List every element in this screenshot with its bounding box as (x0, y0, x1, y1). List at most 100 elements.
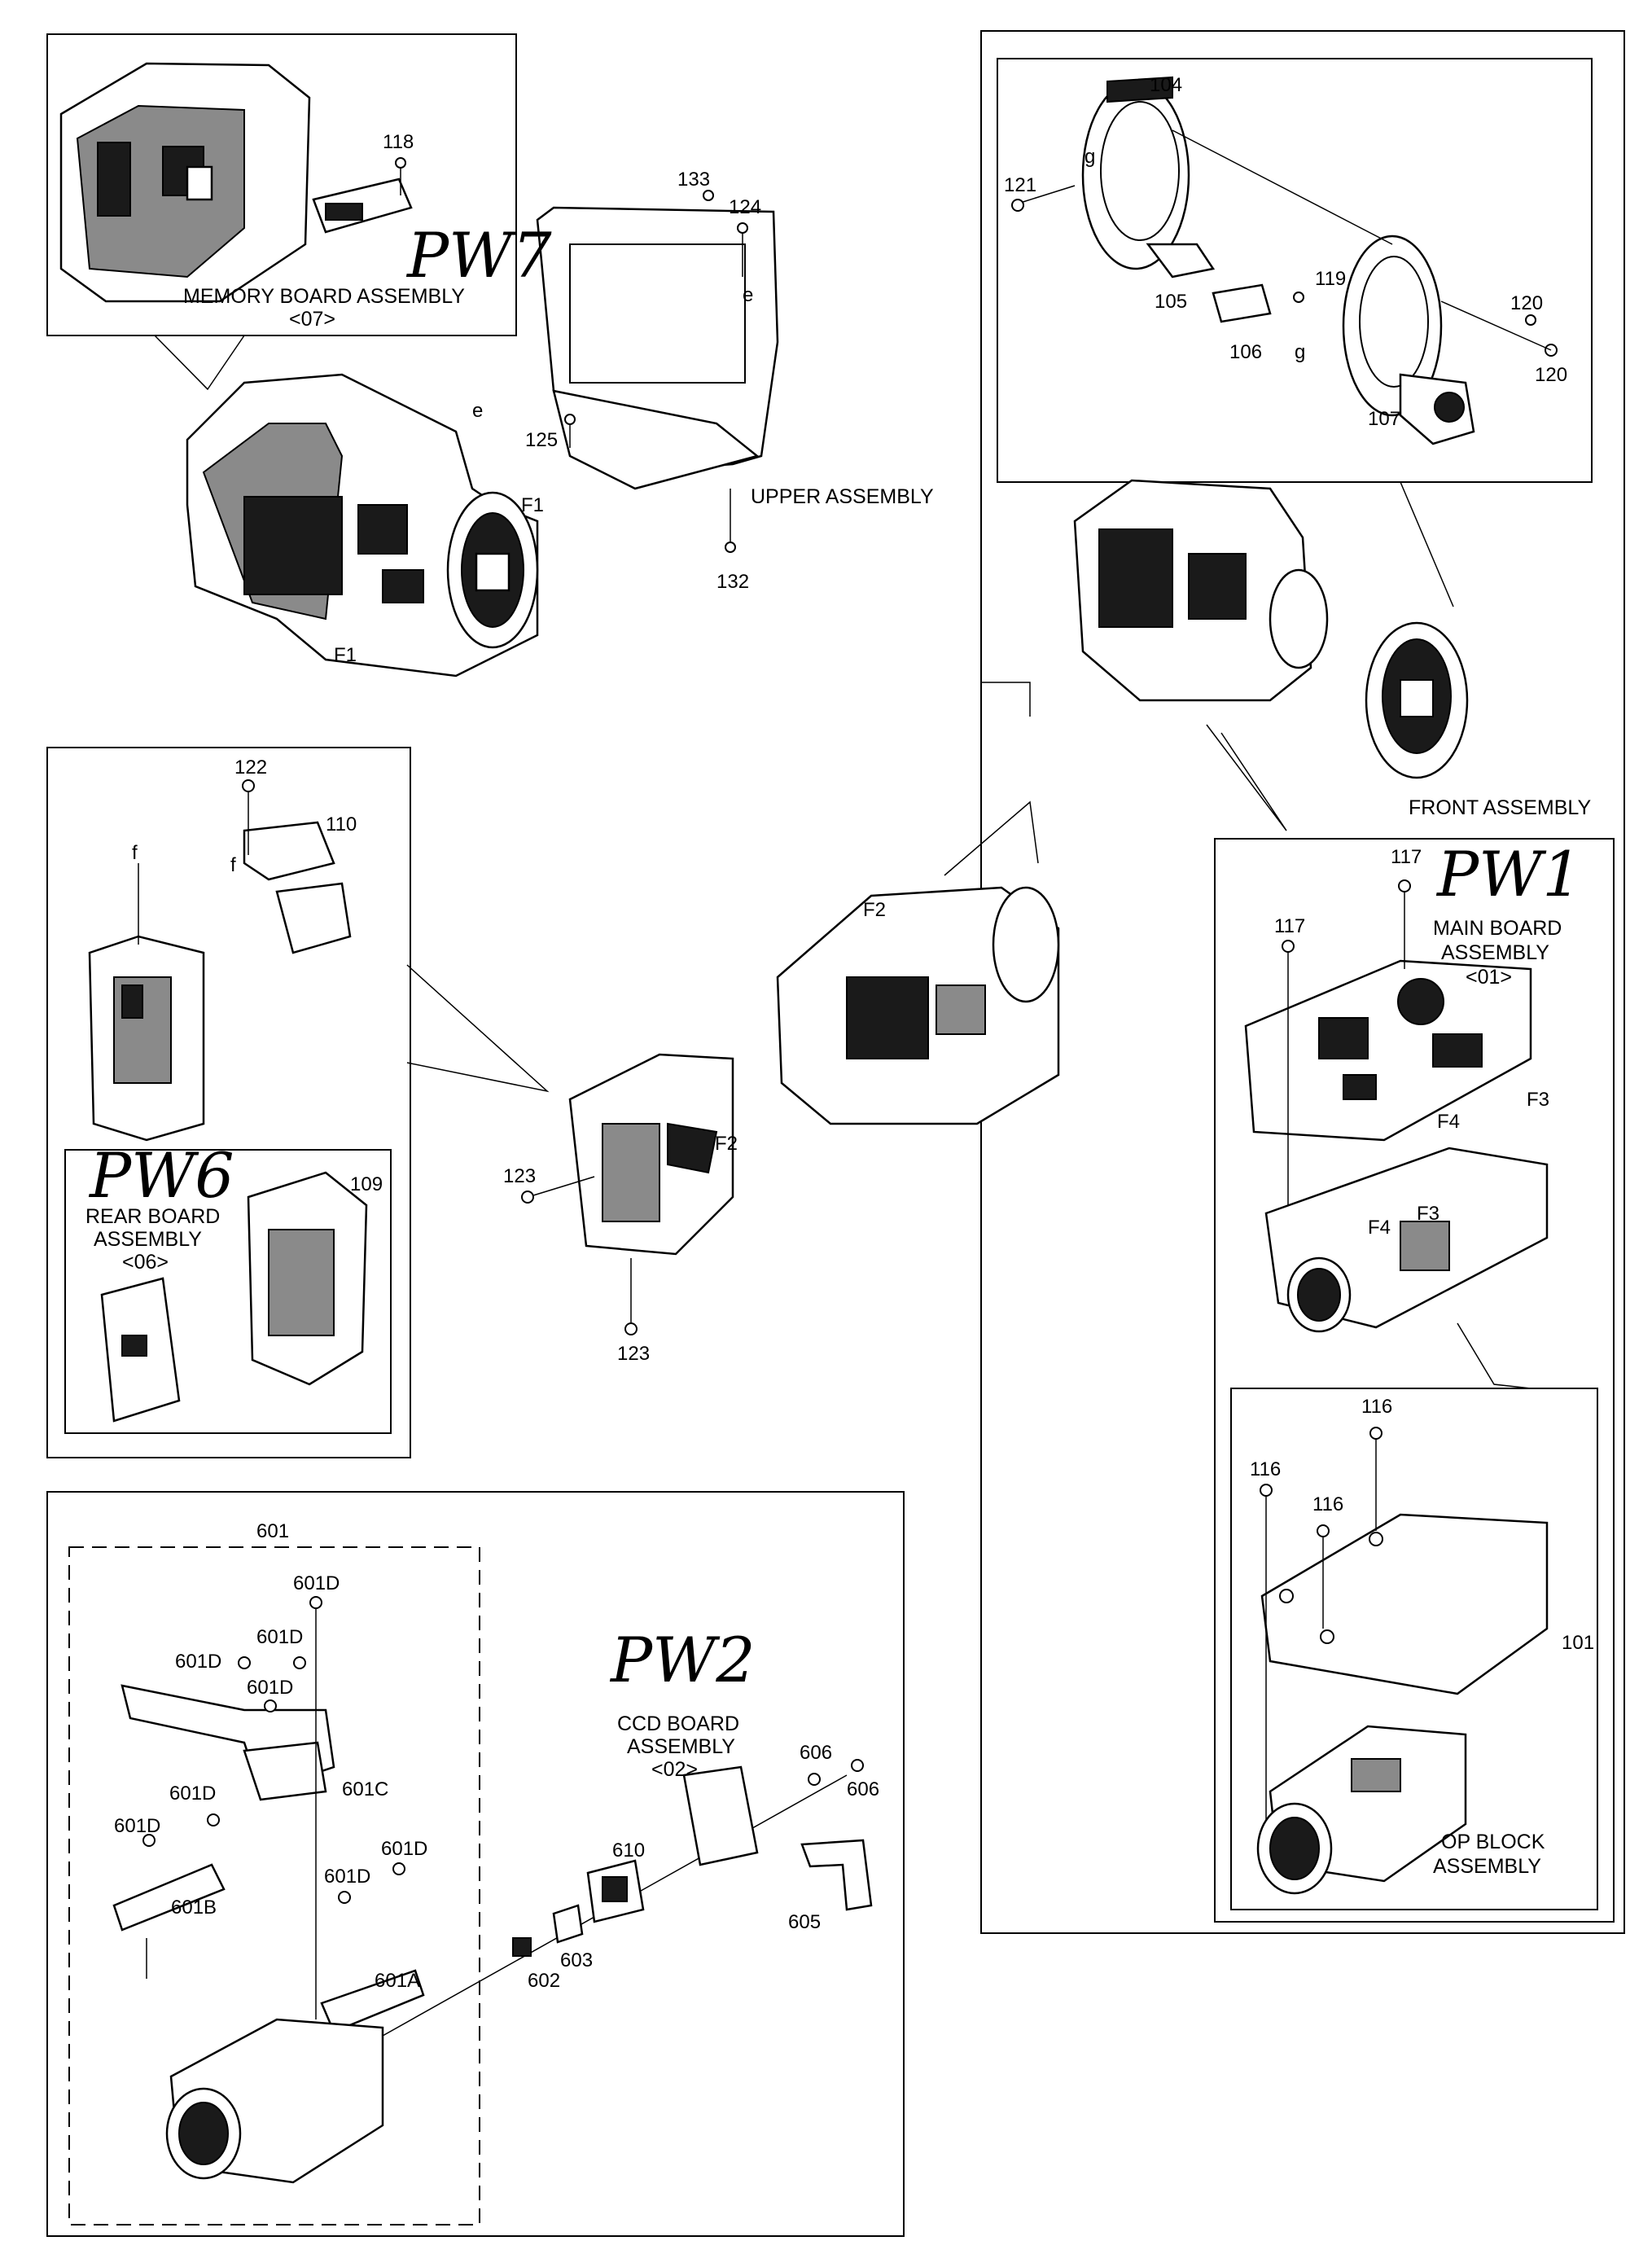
part-601: 601 (256, 1520, 289, 1542)
rear-callout (406, 964, 550, 1093)
rear-board-inner-frame (64, 1149, 392, 1434)
op-block-frame (1230, 1388, 1598, 1910)
part-610 (586, 1859, 645, 1923)
part-601-dashed-frame (68, 1546, 480, 2225)
part-606b: 606 (847, 1778, 879, 1800)
part-123b: 123 (617, 1343, 650, 1365)
mark-F1-b: F1 (334, 644, 357, 666)
bracket-601c (243, 1741, 327, 1801)
screw-132 (725, 542, 736, 553)
part-121: 121 (1004, 174, 1036, 196)
part-105: 105 (1155, 291, 1187, 313)
part-603 (552, 1904, 584, 1944)
part-601d-6: 601D (114, 1815, 160, 1837)
rear-panel (88, 935, 205, 1142)
part-133: 133 (677, 169, 710, 191)
part-104: 104 (1150, 74, 1182, 96)
op-block-label-1: OP BLOCK (1441, 1831, 1545, 1853)
part-603: 603 (560, 1949, 593, 1971)
screw-606b (851, 1759, 864, 1772)
center-body-front (776, 886, 1060, 1125)
screw-116c (1369, 1427, 1383, 1440)
upper-assembly-frame (536, 206, 779, 490)
front-callout-line (1400, 481, 1454, 607)
screw-125 (564, 414, 576, 425)
part-117b: 117 (1391, 846, 1422, 868)
op-block-lens-601 (165, 2018, 384, 2184)
bracket-601b (112, 1863, 226, 1932)
mark-F2-b: F2 (715, 1133, 738, 1155)
front-callout-line-2 (1206, 724, 1287, 831)
screw-118 (395, 157, 406, 169)
part-610: 610 (612, 1840, 645, 1862)
front-leader-line (1172, 129, 1393, 245)
part-109: 109 (350, 1173, 383, 1195)
front-ring-104 (1081, 76, 1190, 270)
rear-board-label-3: <06> (122, 1251, 169, 1274)
part-122: 122 (234, 756, 267, 778)
part-601c: 601C (342, 1778, 388, 1800)
part-601d-2: 601D (256, 1626, 303, 1648)
mark-f-top: f (230, 854, 236, 876)
screw-123a (521, 1191, 534, 1204)
part-602 (512, 1937, 532, 1957)
part-601d-7: 601D (381, 1838, 427, 1860)
part-116c: 116 (1361, 1396, 1392, 1418)
mark-F3-b: F3 (1417, 1203, 1439, 1225)
ccd-board (682, 1765, 759, 1866)
screw-119 (1293, 292, 1304, 303)
part-119: 119 (1315, 268, 1346, 290)
screw-606a (808, 1773, 821, 1786)
part-124: 124 (729, 196, 761, 218)
center-body-rear (568, 1053, 734, 1256)
mark-g-right: g (1295, 341, 1305, 363)
main-board-frame (1214, 838, 1615, 1923)
part-601d-8: 601D (324, 1866, 370, 1888)
main-board (1244, 959, 1532, 1142)
screw-117a (1282, 940, 1295, 953)
main-chassis (1264, 1147, 1549, 1333)
lens-front-107 (1342, 235, 1475, 445)
screw-117b (1398, 879, 1411, 892)
memory-board-chassis (59, 62, 311, 303)
flex-cable-105 (1146, 243, 1216, 278)
screw-121 (1011, 199, 1024, 212)
ccd-board-frame (46, 1491, 905, 2237)
flex-605 (800, 1839, 873, 1911)
handwritten-pw2: PW2 (609, 1624, 756, 1696)
ccd-board-label-1: CCD BOARD (617, 1712, 739, 1735)
screw-116a (1260, 1484, 1273, 1497)
handwritten-pw7: PW7 (405, 219, 552, 292)
screw-120a (1525, 314, 1536, 326)
op-block-assembly (1256, 1725, 1467, 1895)
part-120a: 120 (1510, 292, 1543, 314)
part-601d-4: 601D (247, 1677, 293, 1699)
screw-123b (624, 1322, 638, 1335)
part-602: 602 (528, 1970, 560, 1992)
part-601d-5: 601D (169, 1783, 216, 1805)
mark-F4-a: F4 (1437, 1111, 1460, 1133)
rear-board-109 (247, 1171, 368, 1386)
mark-F4-b: F4 (1368, 1217, 1391, 1239)
mark-g-left: g (1085, 146, 1095, 168)
rear-cover-110 (243, 821, 352, 954)
rear-board-label-2: ASSEMBLY (94, 1228, 202, 1251)
screw-122 (242, 779, 255, 792)
rear-board-outer-frame (46, 747, 411, 1458)
main-board-label-1: MAIN BOARD (1433, 917, 1562, 940)
part-116b: 116 (1312, 1493, 1343, 1515)
part-107: 107 (1368, 408, 1400, 430)
op-block-frame-101 (1260, 1513, 1549, 1695)
bracket-106 (1212, 283, 1272, 323)
main-board-label-2: ASSEMBLY (1441, 941, 1549, 964)
screw-133 (703, 190, 714, 201)
op-block-callout (1457, 1322, 1531, 1389)
ccd-board-label-2: ASSEMBLY (627, 1735, 735, 1758)
front-assembly-body (1073, 479, 1469, 779)
part-101: 101 (1562, 1632, 1594, 1654)
screw-121-line (1017, 185, 1076, 204)
part-601d-1: 601D (293, 1572, 340, 1594)
mark-f-left: f (132, 842, 138, 864)
screw-116b (1317, 1524, 1330, 1537)
